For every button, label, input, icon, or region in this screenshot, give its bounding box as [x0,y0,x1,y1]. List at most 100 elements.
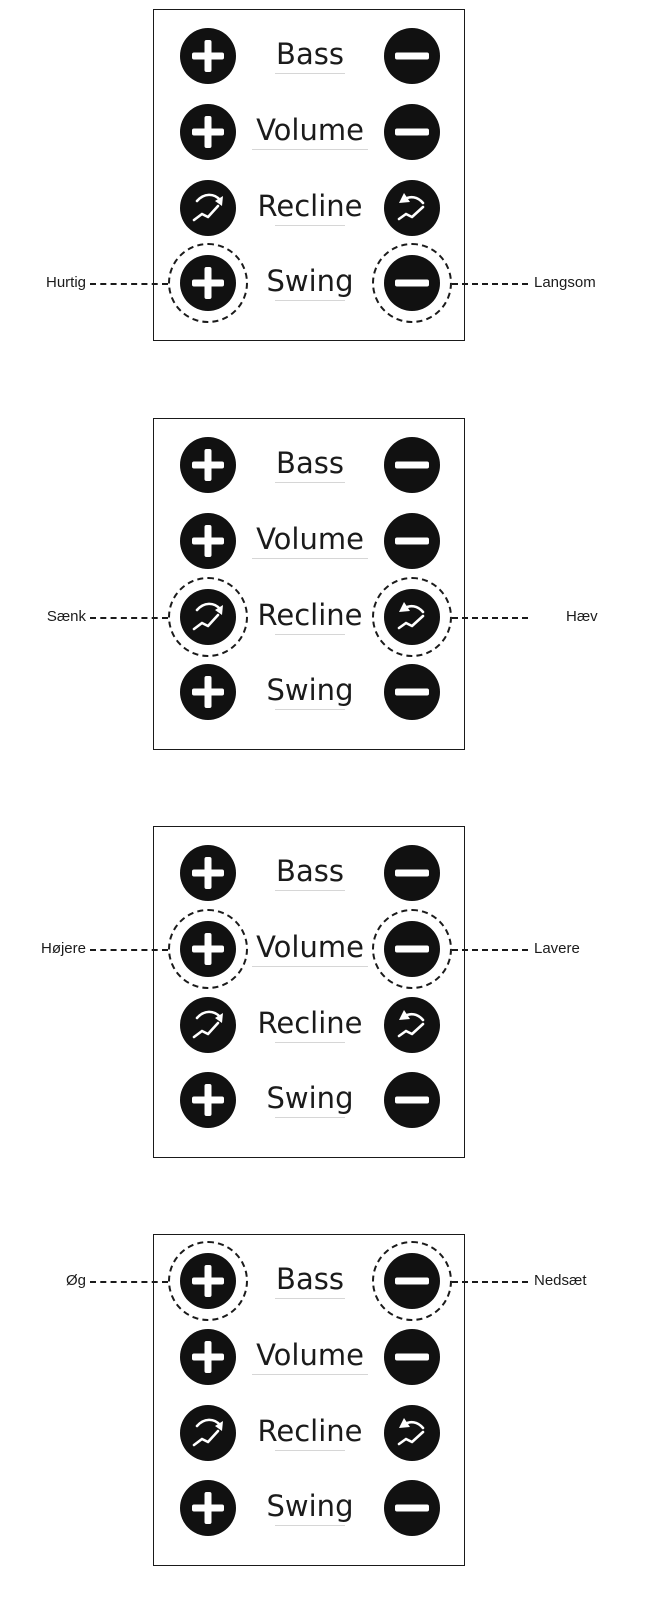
plus-icon [192,449,224,481]
label-underline [275,1298,345,1299]
leader-line-left [90,1281,168,1283]
label-underline [275,1525,345,1526]
recline-down-button[interactable] [180,180,236,236]
highlight-ring-left [168,577,248,657]
swing-label: Swing [266,673,354,707]
leader-line-left [90,617,168,619]
bass-label: Bass [276,446,344,480]
recline-up-button[interactable] [384,997,440,1053]
bass-label: Bass [276,1262,344,1296]
leader-line-right [452,1281,528,1283]
swing-increase-button[interactable] [180,1072,236,1128]
swing-decrease-button[interactable] [384,1072,440,1128]
label-underline [275,890,345,891]
swing-decrease-button[interactable] [384,1480,440,1536]
minus-icon [395,52,429,60]
bass-decrease-button[interactable] [384,845,440,901]
callout-right-label: Hæv [566,608,598,625]
bass-decrease-button[interactable] [384,437,440,493]
label-underline [275,73,345,74]
bass-increase-button[interactable] [180,437,236,493]
recline-down-icon [192,193,223,222]
swing-decrease-button[interactable] [384,664,440,720]
plus-icon [192,1341,224,1373]
leader-line-right [452,283,528,285]
plus-icon [192,1492,224,1524]
leader-line-left [90,283,168,285]
minus-icon [395,537,429,545]
volume-decrease-button[interactable] [384,1329,440,1385]
highlight-ring-left [168,909,248,989]
label-underline [275,1450,345,1451]
label-underline [275,225,345,226]
label-underline [252,966,368,967]
volume-decrease-button[interactable] [384,513,440,569]
bass-label: Bass [276,854,344,888]
label-underline [275,709,345,710]
volume-label: Volume [256,1338,364,1372]
callout-left-label: Sænk [46,608,86,625]
recline-label: Recline [257,1414,363,1448]
swing-increase-button[interactable] [180,1480,236,1536]
callout-right-label: Nedsæt [534,1272,587,1289]
recline-up-button[interactable] [384,180,440,236]
recline-down-button[interactable] [180,1405,236,1461]
minus-icon [395,461,429,469]
recline-up-icon [397,1418,425,1446]
highlight-ring-right [372,909,452,989]
recline-up-icon [397,193,425,221]
volume-increase-button[interactable] [180,513,236,569]
minus-icon [395,1096,429,1104]
swing-label: Swing [266,1489,354,1523]
label-underline [252,1374,368,1375]
recline-down-icon [192,1418,223,1447]
plus-icon [192,1084,224,1116]
label-underline [275,1042,345,1043]
bass-increase-button[interactable] [180,845,236,901]
callout-left-label: Øg [65,1272,86,1289]
swing-label: Swing [266,264,354,298]
bass-decrease-button[interactable] [384,28,440,84]
leader-line-right [452,617,528,619]
swing-label: Swing [266,1081,354,1115]
minus-icon [395,1504,429,1512]
label-underline [275,300,345,301]
label-underline [252,558,368,559]
recline-up-icon [397,1010,425,1038]
highlight-ring-right [372,243,452,323]
recline-down-icon [192,1010,223,1039]
highlight-ring-right [372,577,452,657]
minus-icon [395,869,429,877]
minus-icon [395,688,429,696]
plus-icon [192,676,224,708]
recline-down-button[interactable] [180,997,236,1053]
recline-label: Recline [257,598,363,632]
recline-label: Recline [257,1006,363,1040]
callout-left-label: Højere [40,940,86,957]
callout-left-label: Hurtig [45,274,86,291]
highlight-ring-right [372,1241,452,1321]
volume-increase-button[interactable] [180,1329,236,1385]
plus-icon [192,116,224,148]
leader-line-left [90,949,168,951]
swing-increase-button[interactable] [180,664,236,720]
minus-icon [395,128,429,136]
plus-icon [192,525,224,557]
label-underline [252,149,368,150]
volume-decrease-button[interactable] [384,104,440,160]
volume-label: Volume [256,113,364,147]
minus-icon [395,1353,429,1361]
highlight-ring-left [168,1241,248,1321]
volume-increase-button[interactable] [180,104,236,160]
highlight-ring-left [168,243,248,323]
bass-label: Bass [276,37,344,71]
label-underline [275,634,345,635]
bass-increase-button[interactable] [180,28,236,84]
recline-up-button[interactable] [384,1405,440,1461]
leader-line-right [452,949,528,951]
callout-right-label: Langsom [534,274,596,291]
